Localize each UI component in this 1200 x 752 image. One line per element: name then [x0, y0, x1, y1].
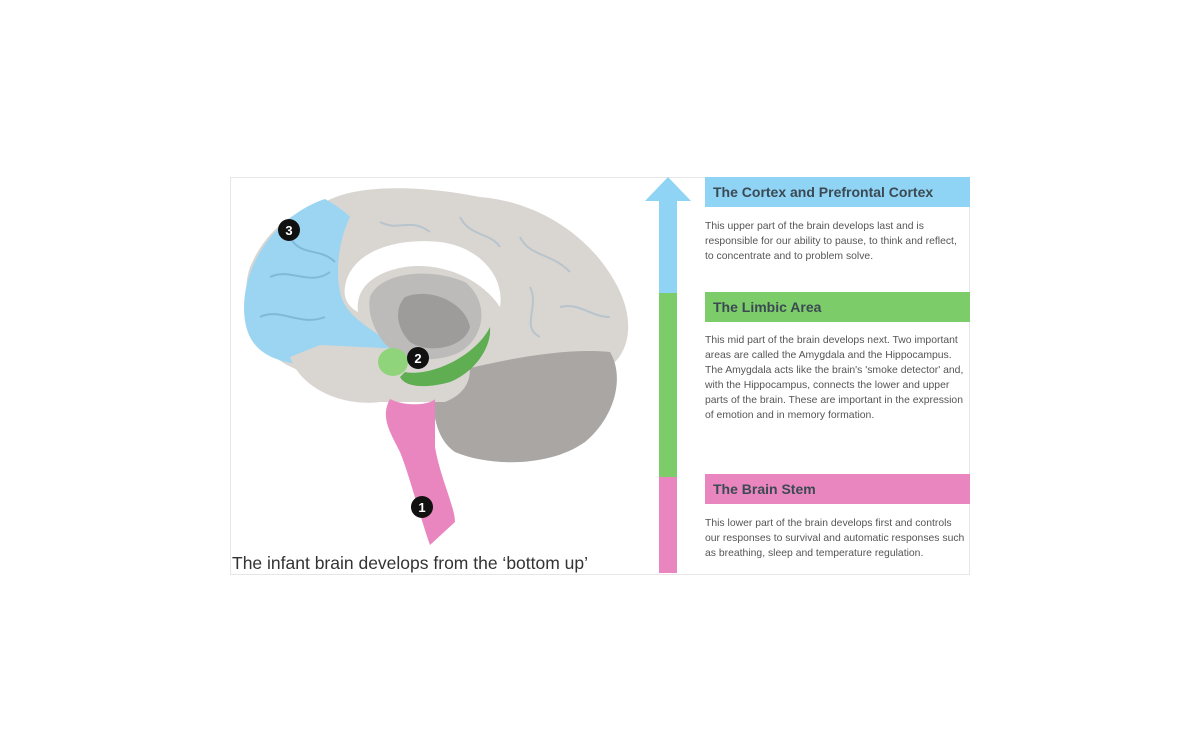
- section-text-limbic: This mid part of the brain develops next…: [705, 335, 964, 421]
- section-header-cortex: The Cortex and Prefrontal Cortex: [705, 177, 970, 207]
- section-header-limbic: The Limbic Area: [705, 292, 970, 322]
- svg-text:3: 3: [285, 223, 292, 238]
- brain-stem: [385, 399, 455, 545]
- section-text-brain-stem: This lower part of the brain develops fi…: [705, 518, 965, 559]
- brain-illustration: 3 2 1: [244, 188, 629, 545]
- corpus-callosum: [344, 241, 501, 312]
- marker-2: 2: [407, 347, 429, 369]
- svg-text:2: 2: [414, 351, 421, 366]
- hippocampus: [400, 327, 491, 387]
- cortex-frontal: [244, 199, 395, 365]
- section-header-brain-stem: The Brain Stem: [705, 474, 970, 504]
- svg-text:1: 1: [418, 500, 425, 515]
- development-arrow: [645, 177, 691, 573]
- caption: The infant brain develops from the ‘bott…: [232, 553, 589, 573]
- inner-core: [398, 293, 470, 349]
- amygdala: [378, 348, 408, 376]
- marker-1: 1: [411, 496, 433, 518]
- marker-3: 3: [278, 219, 300, 241]
- cerebellum: [433, 351, 617, 463]
- section-text-cortex: This upper part of the brain develops la…: [705, 221, 957, 262]
